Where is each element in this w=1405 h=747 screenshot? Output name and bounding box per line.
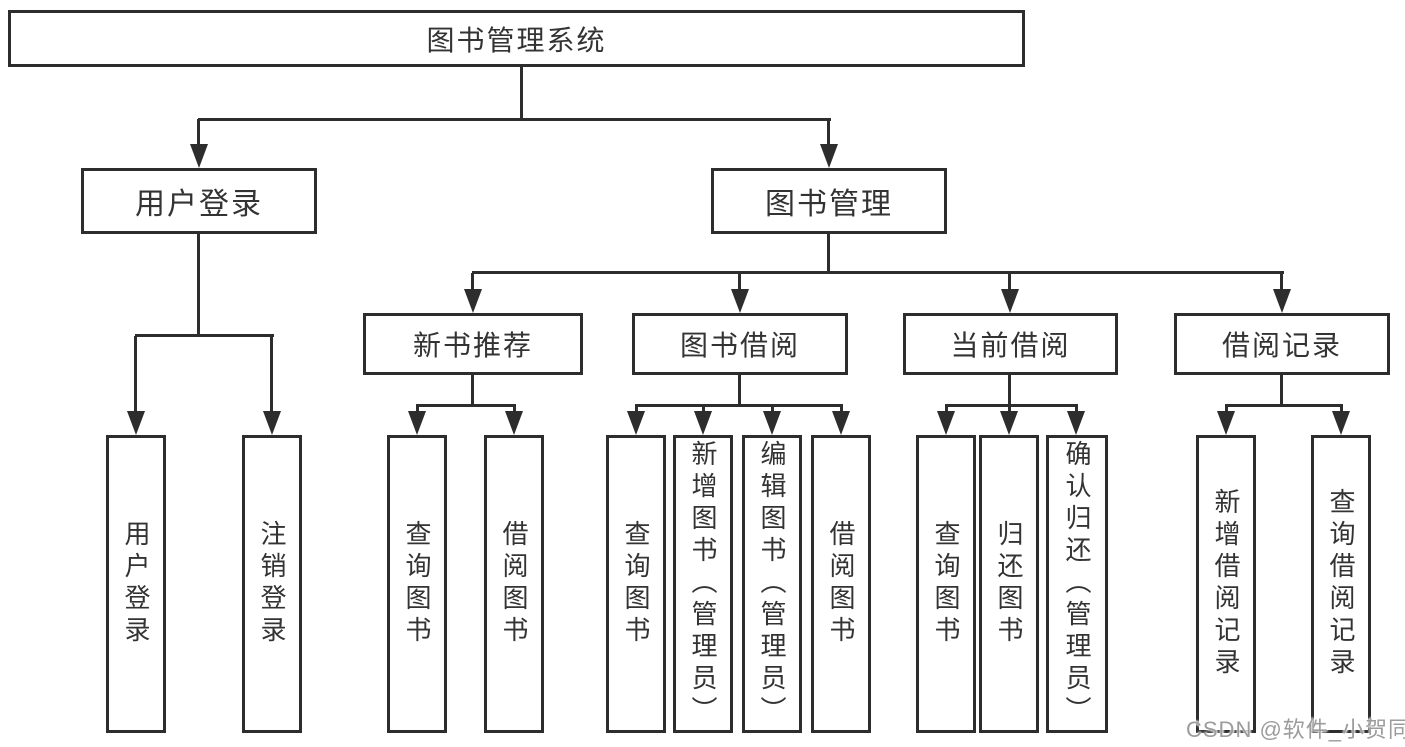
arrowhead-user-login <box>190 144 208 168</box>
arrowhead-leaf <box>937 411 955 435</box>
connector-root-branch <box>198 118 831 121</box>
leaf-edit-books-admin: 编辑图书（管理员） <box>742 435 802 733</box>
arrowhead-leaf <box>505 411 523 435</box>
connector-borrow-records-branch <box>1225 404 1343 407</box>
arrowhead-leaf <box>1067 411 1085 435</box>
arrowhead-leaf <box>1332 411 1350 435</box>
node-book-borrow: 图书借阅 <box>632 313 848 375</box>
arrowhead-leaf <box>1217 411 1235 435</box>
connector-book-management-stem <box>827 234 830 274</box>
arrowhead-leaf-user-login <box>127 411 145 435</box>
watermark: CSDN @软件_小贺同学 <box>1186 717 1405 742</box>
arrowhead-leaf <box>832 411 850 435</box>
arrowhead-leaf <box>1000 411 1018 435</box>
arrowhead-book-management <box>820 144 838 168</box>
connector-book-management-branch <box>472 271 1284 274</box>
connector-user-login-stem <box>197 234 200 337</box>
node-user-login: 用户登录 <box>81 168 317 234</box>
connector-to-borrow-records <box>1280 273 1283 292</box>
node-current-borrow: 当前借阅 <box>903 313 1118 375</box>
connector-to-current-borrow <box>1008 273 1011 292</box>
connector-to-leaf-user-login <box>134 336 137 414</box>
arrowhead-leaf <box>763 411 781 435</box>
connector-root-stem <box>520 67 523 119</box>
connector-new-book-stem <box>471 375 474 407</box>
node-book-management: 图书管理 <box>711 168 947 234</box>
leaf-return-books: 归还图书 <box>979 435 1039 733</box>
leaf-add-borrow-record: 新增借阅记录 <box>1196 435 1256 733</box>
arrowhead-new-book <box>464 289 482 313</box>
arrowhead-book-borrow <box>731 289 749 313</box>
node-borrow-records: 借阅记录 <box>1174 313 1390 375</box>
leaf-query-books-borrow: 查询图书 <box>606 435 666 733</box>
connector-stub <box>635 406 638 414</box>
connector-to-leaf-logout <box>270 336 273 414</box>
leaf-borrow-books: 借阅图书 <box>811 435 871 733</box>
connector-stub <box>771 406 774 414</box>
leaf-confirm-return-admin: 确认归还（管理员） <box>1046 435 1108 733</box>
connector-stub <box>1225 406 1228 414</box>
connector-stub <box>1340 406 1343 414</box>
leaf-add-books-admin: 新增图书（管理员） <box>673 435 733 733</box>
connector-to-user-login <box>197 119 200 147</box>
connector-user-login-branch <box>135 334 274 337</box>
connector-stub <box>1008 406 1011 414</box>
connector-stub <box>945 406 948 414</box>
leaf-query-books-recommend: 查询图书 <box>387 435 447 733</box>
connector-stub <box>1075 406 1078 414</box>
connector-book-borrow-branch <box>635 404 843 407</box>
leaf-query-borrow-record: 查询借阅记录 <box>1311 435 1371 733</box>
leaf-user-login: 用户登录 <box>106 435 166 733</box>
arrowhead-leaf <box>408 411 426 435</box>
connector-book-borrow-stem <box>738 375 741 407</box>
connector-stub <box>702 406 705 414</box>
connector-current-borrow-stem <box>1008 375 1011 407</box>
leaf-borrow-books-recommend: 借阅图书 <box>484 435 544 733</box>
connector-to-book-borrow <box>738 273 741 292</box>
connector-stub <box>840 406 843 414</box>
connector-new-book-branch <box>416 404 516 407</box>
connector-to-book-management <box>827 119 830 147</box>
arrowhead-leaf-logout <box>263 411 281 435</box>
arrowhead-leaf <box>627 411 645 435</box>
node-new-book-recommend: 新书推荐 <box>363 313 583 375</box>
connector-to-new-book <box>471 273 474 292</box>
connector-stub <box>513 406 516 414</box>
node-library-system: 图书管理系统 <box>8 10 1025 67</box>
connector-current-borrow-branch <box>945 404 1078 407</box>
arrowhead-borrow-records <box>1273 289 1291 313</box>
arrowhead-leaf <box>694 411 712 435</box>
leaf-query-books-current: 查询图书 <box>916 435 976 733</box>
leaf-logout: 注销登录 <box>242 435 302 733</box>
connector-borrow-records-stem <box>1280 375 1283 407</box>
arrowhead-current-borrow <box>1001 289 1019 313</box>
connector-stub <box>416 406 419 414</box>
